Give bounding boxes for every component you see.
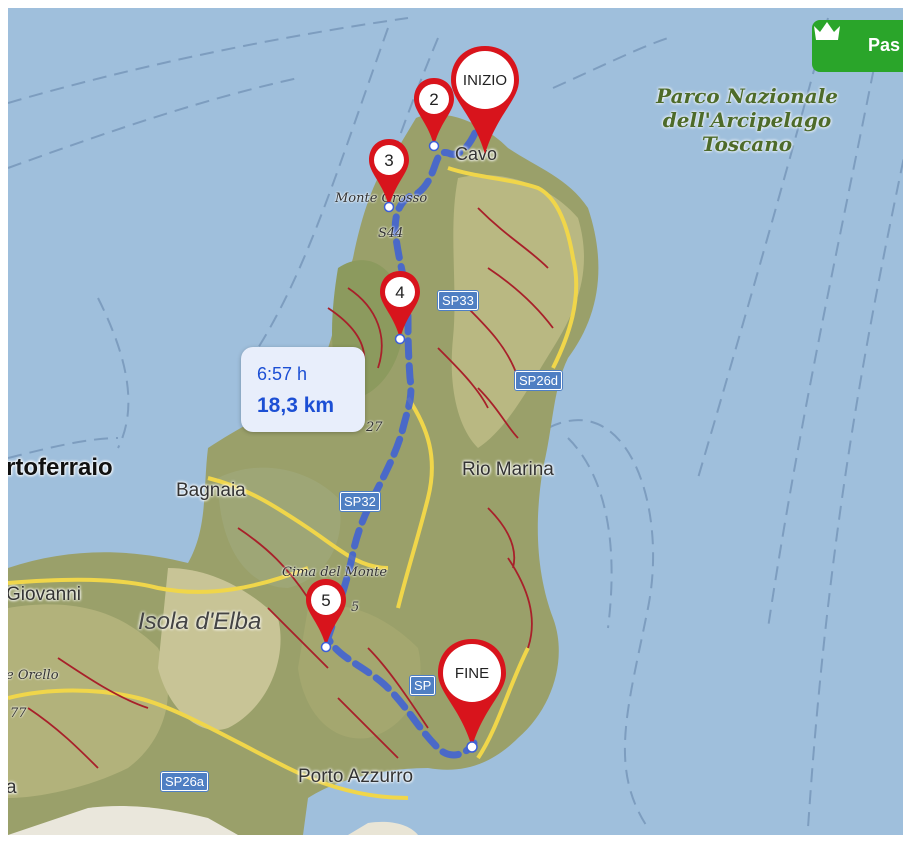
road-number-s44: S44	[378, 226, 404, 241]
park-label-line2: dell'Arcipelago	[662, 108, 832, 132]
place-label-edge: a	[8, 777, 17, 798]
place-label-rio-marina: Rio Marina	[462, 459, 554, 480]
map-pin-icon	[451, 46, 519, 154]
place-label-portoferraio: rtoferraio	[8, 454, 113, 481]
route-marker-label: INIZIO	[462, 72, 508, 89]
park-label-line3: Toscano	[701, 132, 793, 156]
distance-time-box: 6:57 h 18,3 km	[241, 347, 365, 432]
roads	[8, 166, 579, 800]
park-label: Parco Nazionale dell'Arcipelago Toscano	[642, 84, 852, 156]
trails	[27, 207, 554, 769]
route-marker-3[interactable]: 3	[365, 135, 413, 217]
route-marker-end[interactable]: FINE	[432, 635, 512, 755]
place-label-isola-d-elba: Isola d'Elba	[138, 608, 262, 635]
road-shield-sp32: SP32	[340, 492, 380, 511]
place-label-bagnaia: Bagnaia	[176, 480, 246, 501]
map-pin-icon	[380, 271, 420, 345]
road-number-5: 5	[351, 600, 360, 615]
route-marker-label: 4	[395, 283, 405, 302]
road-shield-sp-partial: SP	[410, 676, 436, 695]
road-number-27: 27	[366, 420, 383, 435]
route-marker-label: 3	[384, 151, 394, 170]
route-marker-label: 2	[429, 90, 439, 109]
peak-label-cima-del-monte: Cima del Monte	[282, 565, 388, 580]
map-pin-icon	[369, 139, 409, 213]
peak-label-monte-grosso: Monte Grosso	[335, 191, 428, 206]
crown-icon	[814, 22, 840, 40]
park-label-line1: Parco Nazionale	[656, 84, 838, 108]
sea-boundaries	[8, 17, 903, 829]
road-shield-sp26d: SP26d	[515, 371, 563, 390]
place-label-porto-azzurro: Porto Azzurro	[298, 766, 414, 787]
map-pin-icon	[438, 639, 506, 753]
route-line	[324, 129, 479, 759]
route-marker-5[interactable]: 5	[302, 575, 350, 657]
premium-button[interactable]: Pas	[812, 20, 903, 72]
road-number-77: 77	[10, 706, 27, 721]
map-pin-icon	[306, 579, 346, 653]
map-canvas[interactable]: Cavo rtoferraio Bagnaia Rio Marina Giova…	[8, 8, 903, 835]
premium-button-label: Pas	[868, 35, 901, 55]
route-marker-2[interactable]: 2	[410, 74, 458, 156]
map-pin-icon	[414, 78, 454, 152]
route-marker-label: 5	[321, 591, 331, 610]
route-marker-start[interactable]: INIZIO	[445, 42, 525, 162]
place-label-giovanni: Giovanni	[8, 584, 81, 605]
road-shield-sp26a: SP26a	[161, 772, 209, 791]
route-distance: 18,3 km	[257, 394, 335, 417]
road-shield-sp33: SP33	[438, 291, 478, 310]
route-marker-label: FINE	[454, 665, 490, 682]
route-time: 6:57 h	[257, 364, 308, 384]
peak-label-orello: e Orello	[8, 668, 59, 683]
route-marker-4[interactable]: 4	[376, 267, 424, 349]
